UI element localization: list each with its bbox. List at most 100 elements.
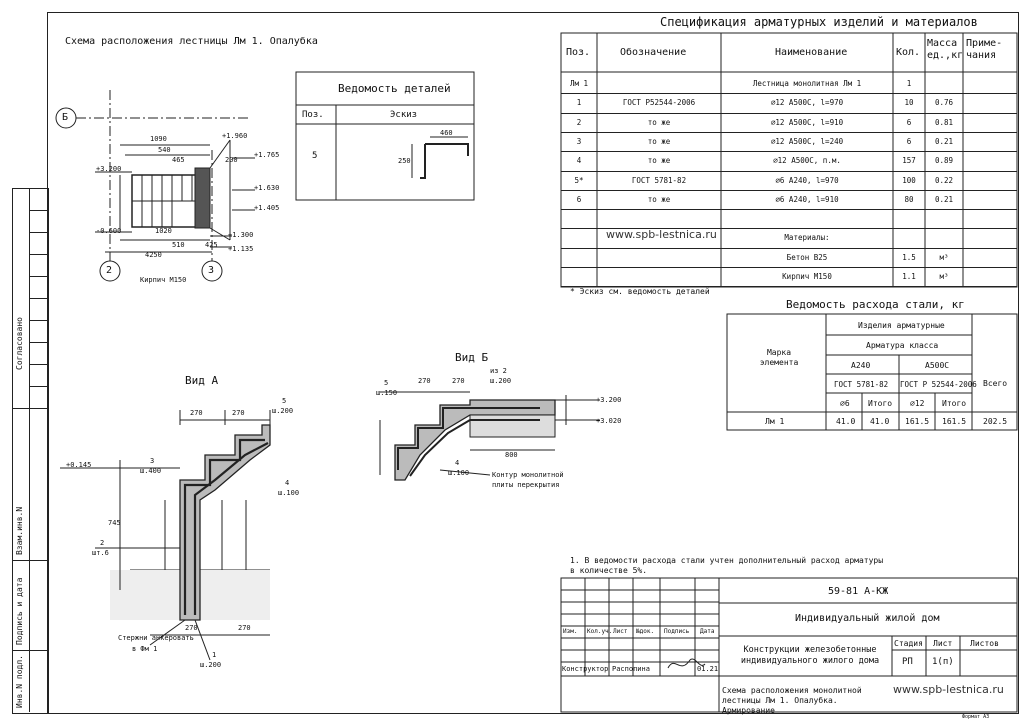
side-line [29, 232, 47, 233]
plan-dim: 200 [225, 156, 238, 164]
view-a-label: ш.100 [278, 489, 300, 497]
view-b-label: Контур монолитной [492, 471, 564, 479]
spec-row-line [561, 286, 1017, 287]
details-col-sketch: Эскиз [390, 110, 418, 120]
steel-group: Изделия арматурные [858, 321, 945, 330]
stamp-object: Индивидуальный жилой дом [795, 613, 940, 624]
view-b-label: 270 [452, 377, 465, 385]
spec-cell: ⌀6 А240, l=910 [775, 195, 839, 204]
spec-cell: 5* [574, 176, 584, 185]
spec-row-line [561, 248, 1017, 249]
spec-hdr-qty: Кол. [896, 47, 921, 58]
plan-level: +1.135 [228, 245, 254, 253]
spec-row-line [561, 151, 1017, 152]
steel-row-v2: 41.0 [870, 417, 890, 426]
plan-title: Схема расположения лестницы Лм 1. Опалуб… [65, 36, 318, 47]
spec-cell: 0.21 [934, 137, 954, 146]
steel-itogo2: Итого [942, 399, 967, 408]
plan-dim: 510 [172, 241, 185, 249]
steel-mark-label: Марка элемента [759, 348, 799, 368]
view-b-label: плиты перекрытия [492, 481, 560, 489]
plan-level: +1.630 [254, 184, 280, 192]
view-a-label: ш.200 [272, 407, 294, 415]
stamp-col: Подпись [664, 628, 690, 635]
steel-row-v3: 161.5 [905, 417, 930, 426]
stamp-col: Лист [613, 628, 628, 635]
steel-total: Всего [983, 379, 1008, 388]
spec-cell: Бетон В25 [786, 253, 828, 262]
plan-dim: 425 [205, 241, 218, 249]
spec-cell: ГОСТ 5781-82 [631, 176, 687, 185]
plan-level: -0.600 [96, 227, 122, 235]
spec-url[interactable]: www.spb-lestnica.ru [606, 228, 717, 241]
view-a-label: +0.145 [66, 461, 92, 469]
side-line [12, 560, 47, 561]
spec-cell: 0.89 [934, 156, 954, 165]
view-a-label: 745 [108, 519, 121, 527]
view-a-label: ш.200 [200, 661, 222, 669]
side-line [29, 342, 47, 343]
spec-cell: 0.22 [934, 176, 954, 185]
spec-row-line [561, 132, 1017, 133]
details-col-pos: Поз. [302, 110, 324, 120]
spec-row-line [561, 267, 1017, 268]
view-b-label: ш.150 [376, 389, 398, 397]
axis-b-label: Б [62, 112, 69, 123]
stamp-sheet-h: Лист [933, 639, 953, 648]
view-b-label: из 2 [490, 367, 507, 375]
stamp-person: Распопина [612, 665, 650, 673]
plan-level: +1.765 [254, 151, 280, 159]
side-line [29, 298, 47, 299]
stamp-col: Изм. [563, 628, 578, 635]
spec-hdr-name: Наименование [775, 47, 848, 58]
spec-cell: м³ [939, 253, 949, 262]
steel-row-mark: Лм 1 [765, 417, 785, 426]
steel-a240: А240 [851, 361, 871, 370]
steel-row-total: 202.5 [983, 417, 1008, 426]
view-b-label: 270 [418, 377, 431, 385]
spec-hdr-code: Обозначение [620, 47, 687, 58]
stamp-stage: РП [902, 657, 913, 667]
stamp-format: Формат А3 [962, 714, 990, 720]
view-a-label: Стержни анкеровать [118, 634, 194, 642]
side-divider [29, 188, 30, 712]
spec-cell: 0.21 [934, 195, 954, 204]
spec-cell: м³ [939, 272, 949, 281]
view-b-label: 5 [384, 379, 389, 387]
view-b-title: Вид Б [455, 351, 489, 364]
view-a-label: 270 [190, 409, 203, 417]
spec-cell: 157 [902, 156, 916, 165]
steel-class: Арматура класса [866, 341, 939, 350]
spec-row-line [561, 190, 1017, 191]
steel-title: Ведомость расхода стали, кг [786, 298, 965, 311]
stamp-sheet-title: Схема расположения монолитной лестницы Л… [722, 686, 862, 715]
stamp-sheets-h: Листов [970, 639, 999, 648]
side-line [29, 386, 47, 387]
axis-3-label: 3 [208, 265, 215, 276]
plan-dim: 1020 [155, 227, 172, 235]
spec-cell: ⌀12 А500С, l=910 [770, 118, 844, 127]
side-line [29, 254, 47, 255]
spec-cell: 1 [906, 79, 912, 88]
spec-hdr-notes: Приме-чания [966, 38, 1003, 61]
steel-gost1: ГОСТ 5781-82 [834, 380, 889, 389]
plan-level: +1.960 [222, 132, 248, 140]
spec-cell: 0.76 [934, 98, 954, 107]
view-a-label: 3 [150, 457, 155, 465]
side-line [12, 650, 47, 651]
spec-row-line [561, 171, 1017, 172]
view-b-label: +3.020 [596, 417, 622, 425]
view-b-label: 800 [505, 451, 518, 459]
view-a-label: 4 [285, 479, 290, 487]
signature [667, 658, 706, 669]
stamp-url[interactable]: www.spb-lestnica.ru [893, 683, 1004, 696]
view-b-label: ш.100 [448, 469, 470, 477]
steel-d12: ⌀12 [910, 399, 925, 408]
view-b-label: 4 [455, 459, 460, 467]
general-note: 1. В ведомости расхода стали учтен допол… [570, 556, 884, 575]
side-line [29, 210, 47, 211]
view-a-label: 2 [100, 539, 105, 547]
stamp-section: Конструкции железобетонные индивидуально… [740, 645, 880, 667]
spec-cell: Лестница монолитная Лм 1 [752, 79, 862, 88]
